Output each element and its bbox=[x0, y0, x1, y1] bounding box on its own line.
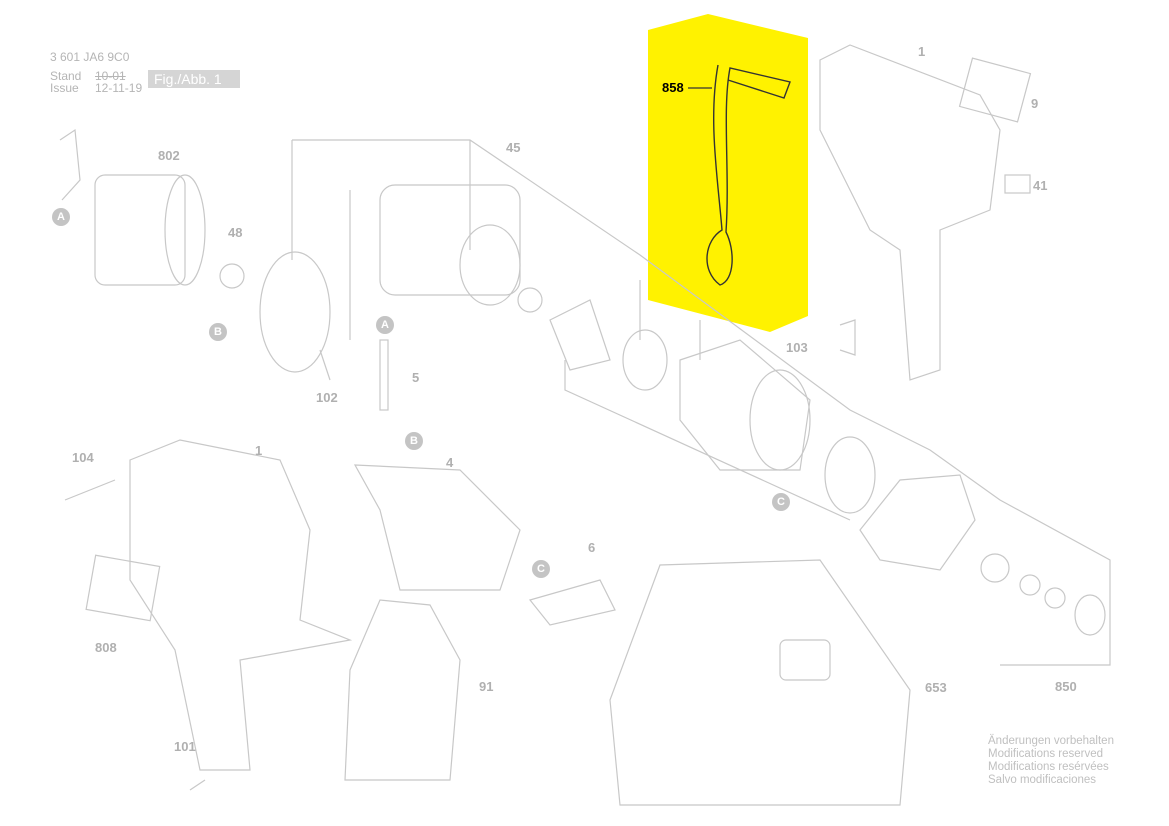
highlight-box bbox=[648, 14, 808, 332]
note-de: Änderungen vorbehalten bbox=[988, 735, 1114, 747]
ref-marker-c: C bbox=[532, 560, 550, 578]
drill-housing bbox=[129, 439, 353, 771]
battery-91 bbox=[344, 599, 461, 781]
stand-label: Stand bbox=[50, 69, 82, 83]
part-label[interactable]: 6 bbox=[588, 540, 596, 555]
doc-number: 3 601 JA6 9C0 bbox=[50, 50, 130, 64]
ref-marker-a: A bbox=[52, 208, 70, 226]
issue-label: Issue bbox=[50, 81, 79, 95]
part-label[interactable]: 45 bbox=[506, 140, 521, 155]
part-label[interactable]: 808 bbox=[95, 640, 117, 655]
housing-half bbox=[819, 44, 1001, 381]
strap-858 bbox=[706, 64, 791, 286]
part-label[interactable]: 850 bbox=[1055, 679, 1077, 694]
part-858-label[interactable]: 858 bbox=[662, 80, 684, 95]
ref-marker-c: C bbox=[772, 493, 790, 511]
part-label[interactable]: 101 bbox=[174, 739, 196, 754]
motor-802 bbox=[94, 174, 186, 286]
part-label[interactable]: 4 bbox=[446, 455, 454, 470]
part-label[interactable]: 653 bbox=[925, 680, 947, 695]
part-label[interactable]: 9 bbox=[1031, 96, 1039, 111]
note-fr: Modifications resérvées bbox=[988, 761, 1109, 773]
figure-label: Fig./Abb. 1 bbox=[148, 70, 240, 88]
part-label[interactable]: 41 bbox=[1033, 178, 1048, 193]
charger-653 bbox=[609, 559, 911, 806]
ref-marker-b: B bbox=[209, 323, 227, 341]
part-label[interactable]: 103 bbox=[786, 340, 808, 355]
note-es: Salvo modificaciones bbox=[988, 774, 1097, 786]
part-label[interactable]: 48 bbox=[228, 225, 243, 240]
part-label[interactable]: 1 bbox=[255, 443, 263, 458]
stand-value: 10-01 bbox=[95, 69, 126, 83]
note-en: Modifications reserved bbox=[988, 748, 1104, 760]
part-label[interactable]: 104 bbox=[72, 450, 94, 465]
part-label[interactable]: 5 bbox=[412, 370, 420, 385]
part-label[interactable]: 1 bbox=[918, 44, 926, 59]
issue-value: 12-11-19 bbox=[95, 81, 143, 95]
part-label[interactable]: 102 bbox=[316, 390, 338, 405]
modification-notes: Änderungen vorbehalten Modifications res… bbox=[988, 735, 1114, 787]
ref-marker-a: A bbox=[376, 316, 394, 334]
ref-marker-b: B bbox=[405, 432, 423, 450]
part-label[interactable]: 802 bbox=[158, 148, 180, 163]
part-label[interactable]: 91 bbox=[479, 679, 494, 694]
